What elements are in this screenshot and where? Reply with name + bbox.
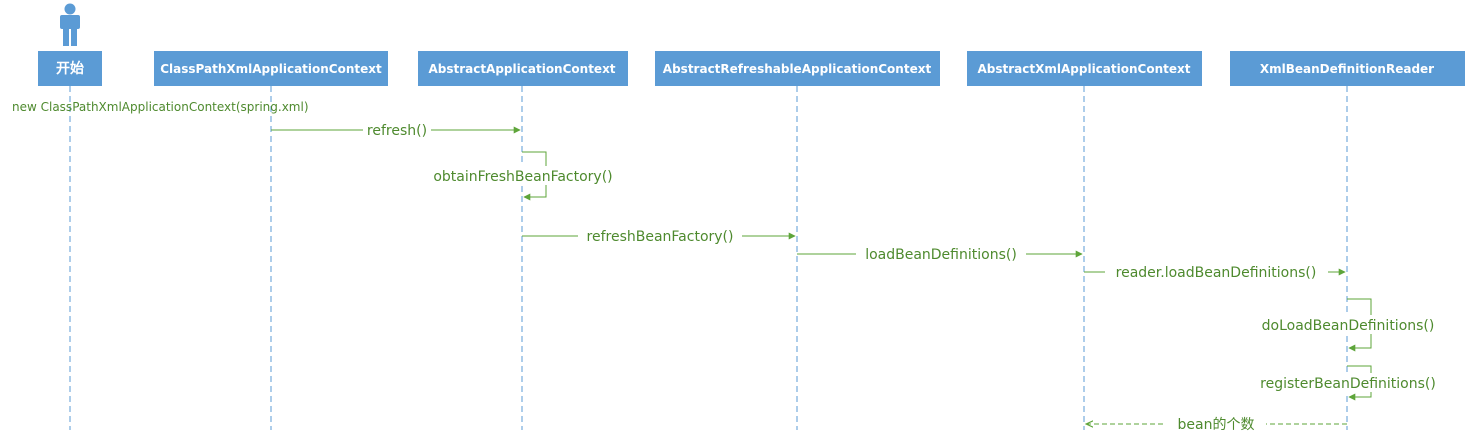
participant-xbdr: XmlBeanDefinitionReader (1230, 51, 1465, 86)
participant-axac-box (967, 51, 1202, 86)
message-refresh-bean-factory: refreshBeanFactory() (522, 227, 796, 245)
participant-xbdr-label: XmlBeanDefinitionReader (1260, 62, 1434, 76)
message-do-load-bean-definitions-label: doLoadBeanDefinitions() (1262, 318, 1435, 334)
constructor-note: new ClassPathXmlApplicationContext(sprin… (12, 100, 309, 114)
message-refresh-bean-factory-label: refreshBeanFactory() (587, 229, 734, 245)
participant-aac: AbstractApplicationContext (418, 51, 628, 86)
participant-axac: AbstractXmlApplicationContext (967, 51, 1202, 86)
participant-axac-label: AbstractXmlApplicationContext (978, 62, 1191, 76)
participant-cpx-label: ClassPathXmlApplicationContext (160, 62, 382, 76)
participant-cpx: ClassPathXmlApplicationContext (154, 51, 388, 86)
message-return-bean-count: bean的个数 (1086, 415, 1347, 433)
participant-start-box (38, 51, 102, 86)
participant-arac-box (655, 51, 940, 86)
message-refresh-label: refresh() (367, 123, 427, 139)
message-obtain-fresh-bean-factory-label: obtainFreshBeanFactory() (433, 169, 612, 185)
participant-arac: AbstractRefreshableApplicationContext (655, 51, 940, 86)
message-refresh: refresh() (271, 121, 521, 139)
participant-start: 开始 (38, 51, 102, 86)
message-load-bean-definitions-label: loadBeanDefinitions() (865, 247, 1017, 263)
message-obtain-fresh-bean-factory: obtainFreshBeanFactory() (424, 151, 622, 201)
participant-start-label: 开始 (56, 60, 84, 77)
message-load-bean-definitions: loadBeanDefinitions() (797, 245, 1083, 263)
message-reader-load-bean-definitions: reader.loadBeanDefinitions() (1084, 263, 1346, 281)
participant-arac-label: AbstractRefreshableApplicationContext (663, 62, 932, 76)
participant-xbdr-box (1230, 51, 1465, 86)
message-return-bean-count-label: bean的个数 (1178, 417, 1255, 433)
message-reader-load-bean-definitions-label: reader.loadBeanDefinitions() (1116, 265, 1317, 281)
participant-aac-box (418, 51, 628, 86)
participant-aac-label: AbstractApplicationContext (428, 62, 615, 76)
message-do-load-bean-definitions: doLoadBeanDefinitions() (1253, 298, 1443, 352)
message-register-bean-definitions-label: registerBeanDefinitions() (1260, 376, 1436, 392)
person-icon (60, 3, 80, 46)
message-register-bean-definitions: registerBeanDefinitions() (1252, 365, 1444, 401)
participant-cpx-box (154, 51, 388, 86)
